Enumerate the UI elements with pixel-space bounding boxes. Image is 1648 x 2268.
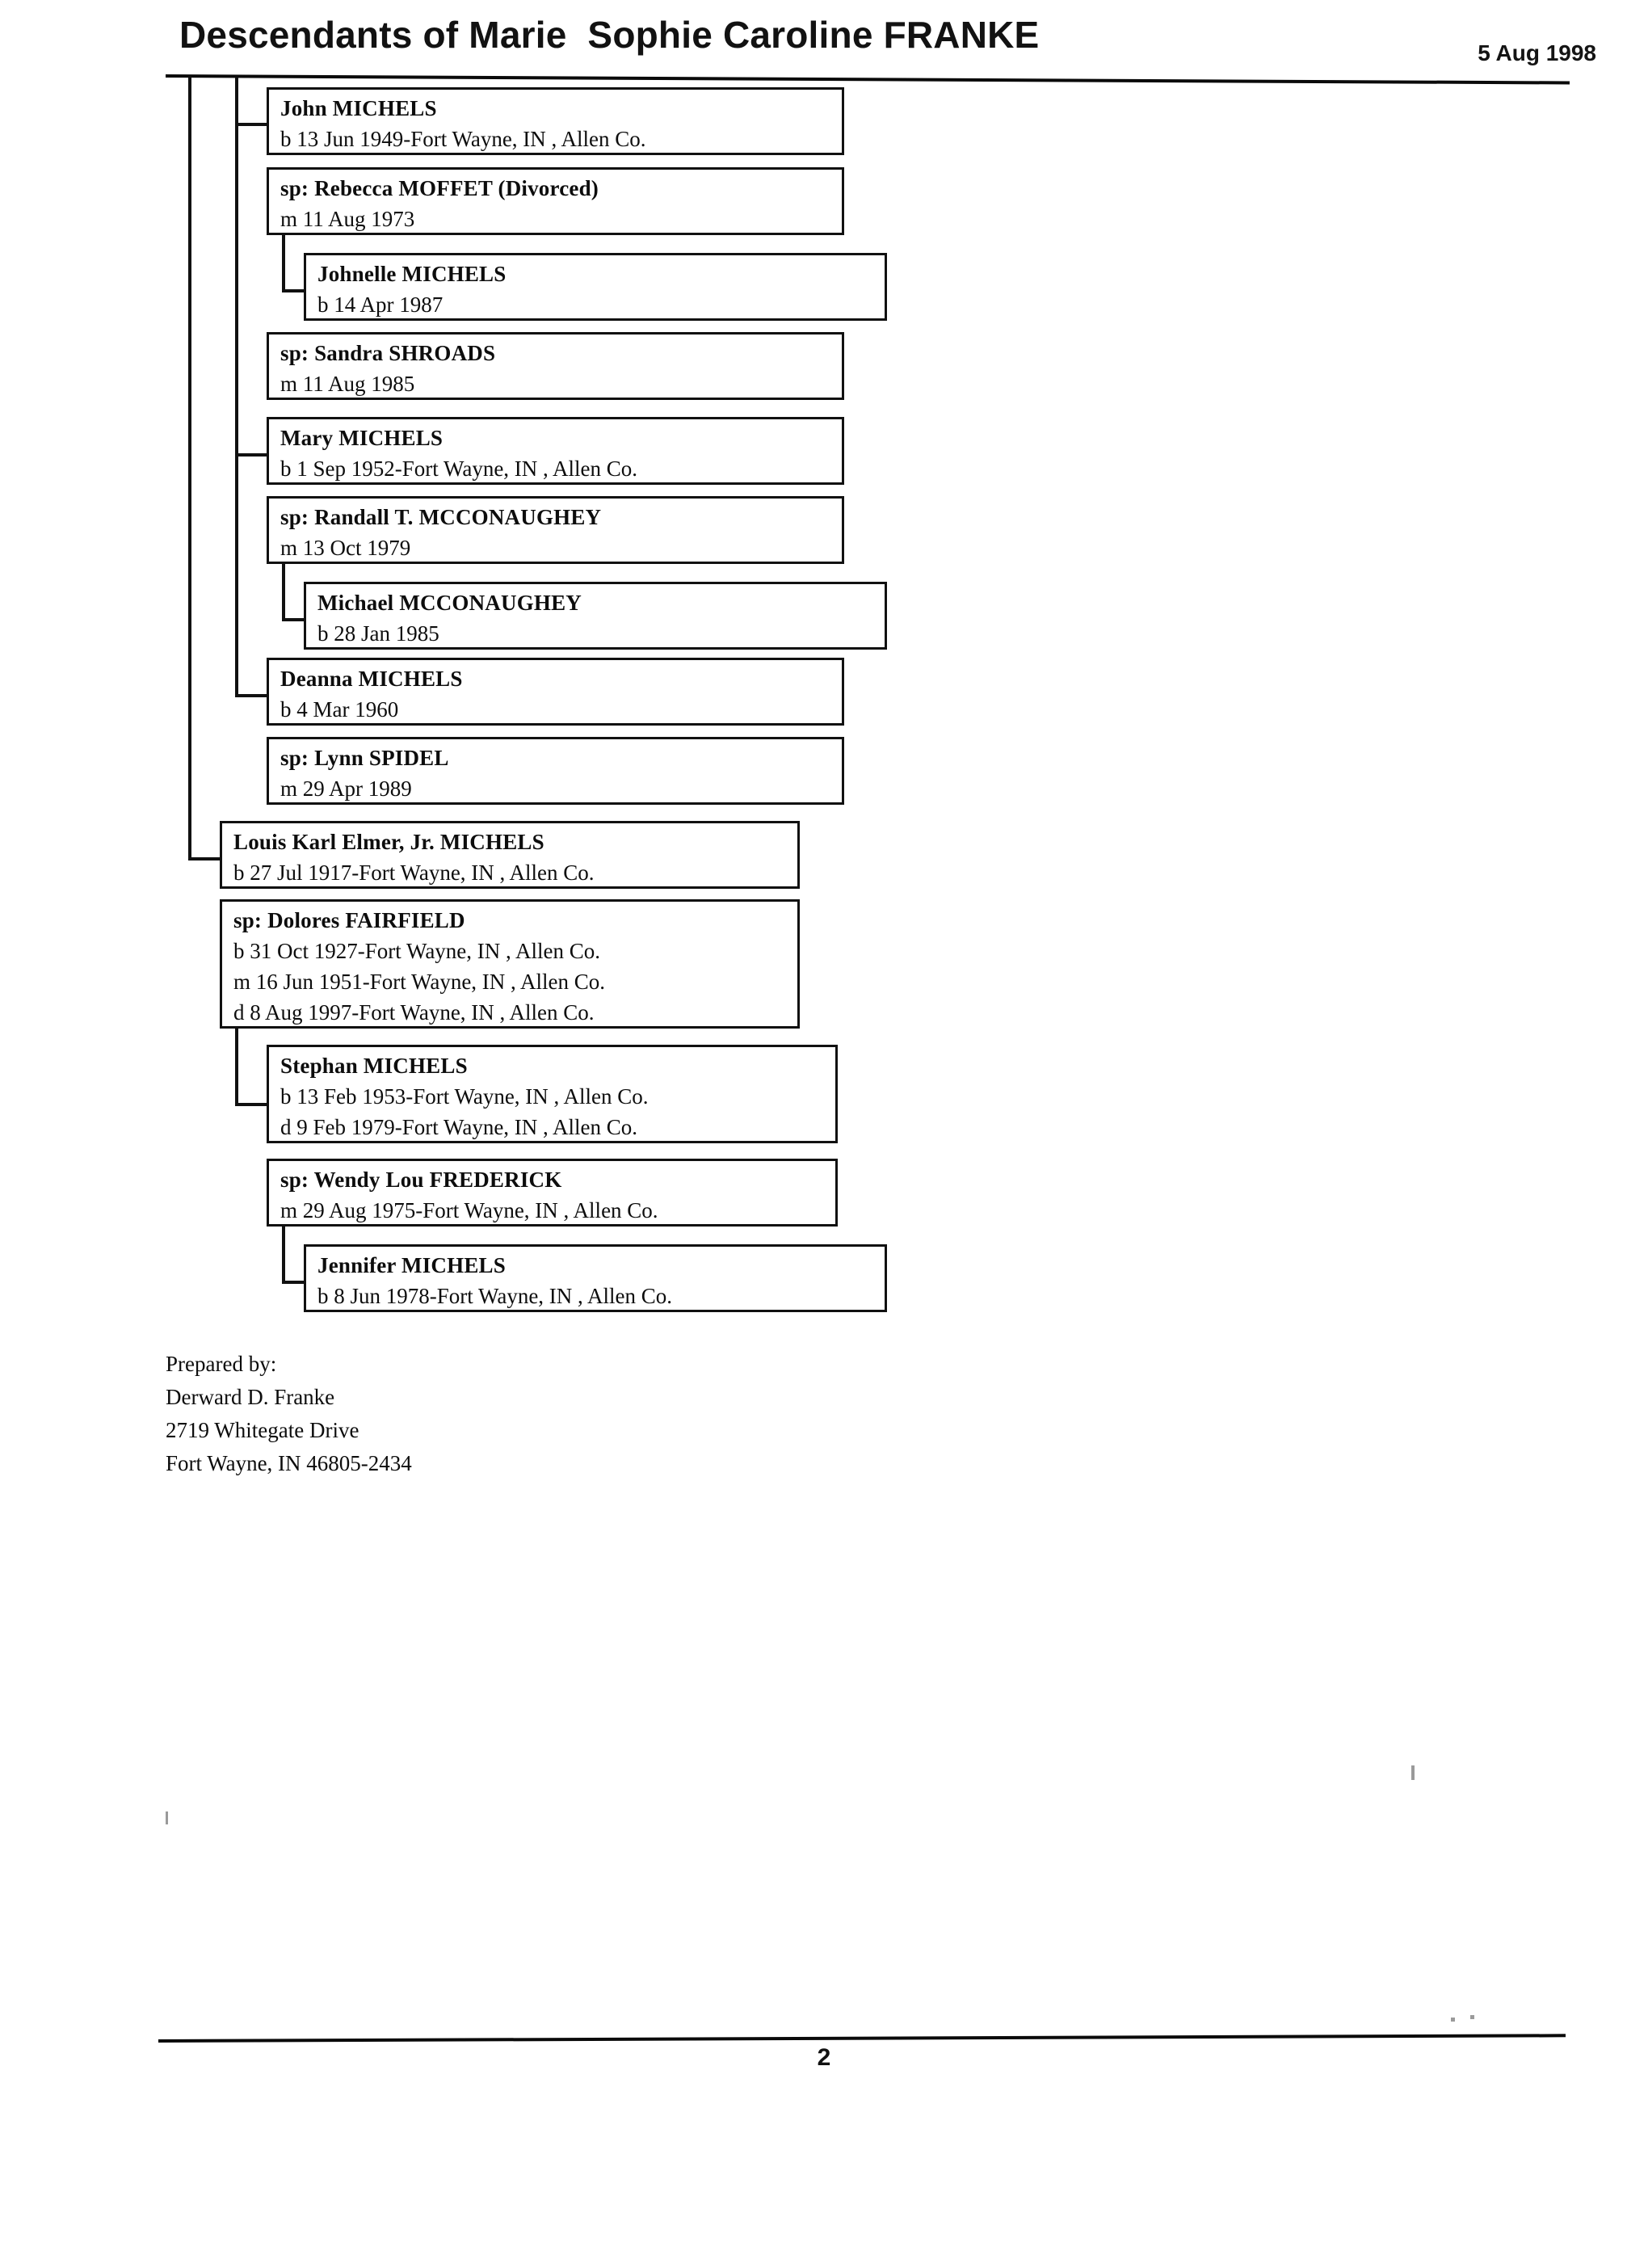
scan-artifact [166,1811,168,1824]
prepared-by-city: Fort Wayne, IN 46805-2434 [166,1451,412,1475]
node-name: Mary MICHELS [280,426,444,450]
node-detail: d 9 Feb 1979-Fort Wayne, IN , Allen Co. [280,1115,638,1139]
node-name: Jennifer MICHELS [317,1253,506,1277]
node-detail: m 11 Aug 1985 [280,372,415,396]
node-john-michels[interactable]: John MICHELS b 13 Jun 1949-Fort Wayne, I… [267,87,844,155]
node-jennifer-michels[interactable]: Jennifer MICHELS b 8 Jun 1978-Fort Wayne… [304,1244,887,1312]
prepared-by-street: 2719 Whitegate Drive [166,1418,359,1442]
node-detail: m 29 Aug 1975-Fort Wayne, IN , Allen Co. [280,1198,658,1222]
node-johnelle-michels[interactable]: Johnelle MICHELS b 14 Apr 1987 [304,253,887,321]
connector-jennifer-drop [282,1227,285,1284]
node-name: sp: Dolores FAIRFIELD [233,908,465,932]
scan-artifact [1411,1765,1415,1780]
footer-rule [158,2034,1566,2043]
node-dolores-fairfield[interactable]: sp: Dolores FAIRFIELD b 31 Oct 1927-Fort… [220,899,800,1029]
node-name: John MICHELS [280,96,437,120]
connector-johnelle [282,289,306,292]
connector-michael [282,618,306,621]
connector-stephan [235,1103,269,1106]
node-detail: b 28 Jan 1985 [317,621,439,646]
node-name: sp: Randall T. MCCONAUGHEY [280,505,602,529]
node-name: Deanna MICHELS [280,667,463,691]
document-date: 5 Aug 1998 [1478,40,1596,65]
node-name: sp: Rebecca MOFFET (Divorced) [280,176,599,200]
connector-deanna-michels [235,694,269,697]
connector-john-michels [235,123,269,126]
connector-jennifer [282,1281,306,1284]
node-lynn-spidel[interactable]: sp: Lynn SPIDEL m 29 Apr 1989 [267,737,844,805]
trunk-line-inner [235,77,238,697]
node-detail: b 8 Jun 1978-Fort Wayne, IN , Allen Co. [317,1284,673,1308]
node-louis-michels[interactable]: Louis Karl Elmer, Jr. MICHELS b 27 Jul 1… [220,821,800,889]
node-name: Louis Karl Elmer, Jr. MICHELS [233,830,544,854]
prepared-by-name: Derward D. Franke [166,1385,335,1409]
connector-johnelle-drop [282,235,285,292]
node-detail: m 16 Jun 1951-Fort Wayne, IN , Allen Co. [233,970,606,994]
node-sandra-shroads[interactable]: sp: Sandra SHROADS m 11 Aug 1985 [267,332,844,400]
node-michael-mcconaughey[interactable]: Michael MCCONAUGHEY b 28 Jan 1985 [304,582,887,650]
prepared-by-label: Prepared by: [166,1352,277,1376]
node-name: Johnelle MICHELS [317,262,507,286]
node-detail: b 14 Apr 1987 [317,292,444,317]
connector-mary-michels [235,453,269,457]
node-name: sp: Wendy Lou FREDERICK [280,1168,562,1192]
connector-michael-drop [282,564,285,621]
node-stephan-michels[interactable]: Stephan MICHELS b 13 Feb 1953-Fort Wayne… [267,1045,838,1143]
node-name: Stephan MICHELS [280,1054,468,1078]
page-number: 2 [817,2044,831,2071]
node-detail: b 13 Jun 1949-Fort Wayne, IN , Allen Co. [280,127,646,151]
node-deanna-michels[interactable]: Deanna MICHELS b 4 Mar 1960 [267,658,844,726]
node-mary-michels[interactable]: Mary MICHELS b 1 Sep 1952-Fort Wayne, IN… [267,417,844,485]
scan-artifact [1470,2015,1474,2019]
prepared-by-block: Prepared by: Derward D. Franke 2719 Whit… [166,1348,412,1480]
node-randall-mcconaughey[interactable]: sp: Randall T. MCCONAUGHEY m 13 Oct 1979 [267,496,844,564]
node-detail: b 27 Jul 1917-Fort Wayne, IN , Allen Co. [233,860,595,885]
node-name: sp: Lynn SPIDEL [280,746,449,770]
scan-artifact [1451,2018,1455,2022]
node-name: sp: Sandra SHROADS [280,341,496,365]
node-detail: m 29 Apr 1989 [280,776,412,801]
node-detail: b 4 Mar 1960 [280,697,399,722]
node-rebecca-moffet[interactable]: sp: Rebecca MOFFET (Divorced) m 11 Aug 1… [267,167,844,235]
node-detail: m 11 Aug 1973 [280,207,415,231]
node-detail: m 13 Oct 1979 [280,536,411,560]
node-wendy-frederick[interactable]: sp: Wendy Lou FREDERICK m 29 Aug 1975-Fo… [267,1159,838,1227]
trunk-line-outer [188,77,191,860]
descendants-chart: John MICHELS b 13 Jun 1949-Fort Wayne, I… [188,77,887,1312]
connector-stephan-drop [235,1029,238,1106]
node-name: Michael MCCONAUGHEY [317,591,582,615]
node-detail: b 1 Sep 1952-Fort Wayne, IN , Allen Co. [280,457,638,481]
node-detail: d 8 Aug 1997-Fort Wayne, IN , Allen Co. [233,1000,595,1025]
node-detail: b 13 Feb 1953-Fort Wayne, IN , Allen Co. [280,1084,649,1109]
connector-louis-michels [188,857,225,860]
node-detail: b 31 Oct 1927-Fort Wayne, IN , Allen Co. [233,939,601,963]
page-title: Descendants of Marie Sophie Caroline FRA… [179,14,1040,56]
